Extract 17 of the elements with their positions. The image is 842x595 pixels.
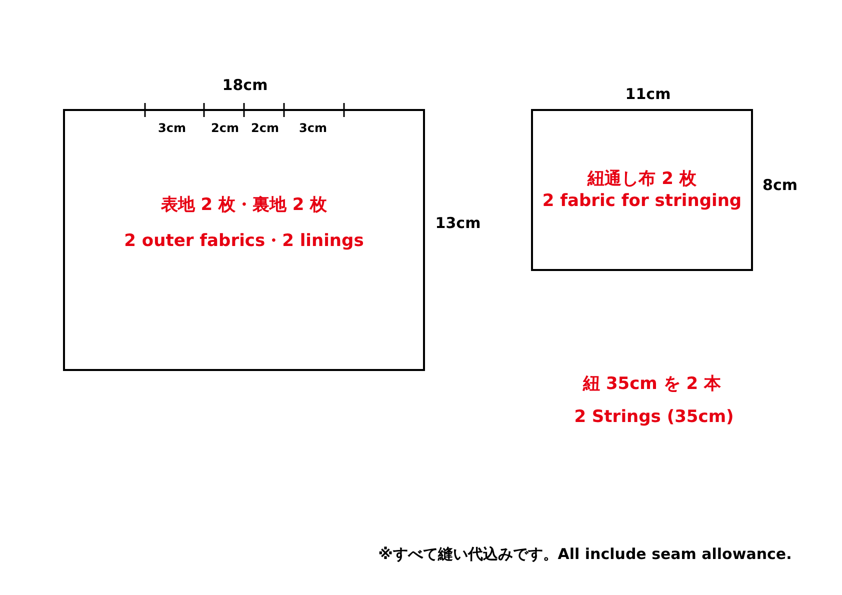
piece-label: 2 outer fabrics・2 linings [124, 231, 364, 251]
fabric-piece-outline [63, 109, 425, 371]
dimension-text: 18cm [222, 76, 268, 94]
dimension-text: 11cm [625, 85, 671, 103]
dimension-text: 3cm [299, 121, 327, 135]
note-text: ※すべて縫い代込みです。All include seam allowance. [378, 545, 792, 564]
string-label: 2 Strings (35cm) [574, 407, 734, 427]
dimension-text: 2cm [211, 121, 239, 135]
fabric-piece-outline [531, 109, 753, 271]
dimension-text: 8cm [762, 176, 798, 194]
dimension-text: 2cm [251, 121, 279, 135]
piece-label: 表地 2 枚・裏地 2 枚 [160, 195, 328, 215]
piece-label: 2 fabric for stringing [542, 191, 742, 211]
dimension-text: 13cm [435, 214, 481, 232]
dimension-text: 3cm [158, 121, 186, 135]
piece-label: 紐通し布 2 枚 [588, 169, 696, 189]
string-label: 紐 35cm を 2 本 [583, 373, 721, 395]
